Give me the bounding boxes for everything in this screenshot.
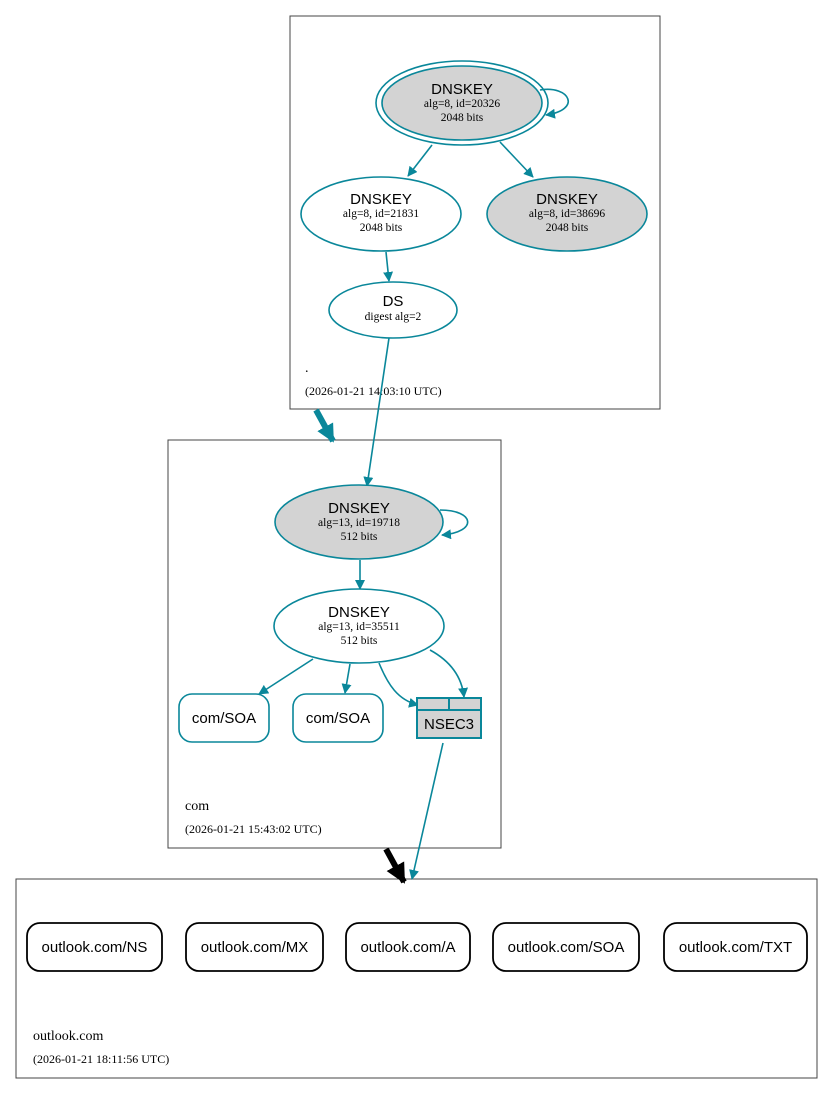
outlook-a-label: outlook.com/A bbox=[360, 939, 455, 956]
root-ds-shape bbox=[328, 281, 458, 339]
outlook-txt-node[interactable]: outlook.com/TXT bbox=[663, 922, 808, 972]
com-soa-1-shape bbox=[178, 693, 270, 743]
edge-root-ksk-to-key3 bbox=[499, 141, 534, 178]
root-ksk-node[interactable]: DNSKEY alg=8, id=20326 2048 bits bbox=[375, 60, 549, 146]
zone-outlook-name: outlook.com bbox=[33, 1029, 103, 1044]
com-soa-1-label: com/SOA bbox=[192, 710, 256, 727]
edge-ds-to-com-ksk bbox=[363, 337, 390, 487]
root-zsk-title: DNSKEY bbox=[350, 191, 412, 208]
com-soa-node-2[interactable]: com/SOA bbox=[292, 693, 384, 743]
outlook-txt-shape bbox=[663, 922, 808, 972]
com-zsk-line2: 512 bits bbox=[341, 635, 378, 647]
root-zsk-line2: 2048 bits bbox=[360, 222, 403, 234]
root-ksk-shape bbox=[381, 65, 543, 141]
outlook-soa-label: outlook.com/SOA bbox=[508, 939, 625, 956]
root-key3-node[interactable]: DNSKEY alg=8, id=38696 2048 bits bbox=[486, 176, 648, 252]
outlook-mx-shape bbox=[185, 922, 324, 972]
com-zsk-shape bbox=[273, 588, 445, 664]
zone-outlook-timestamp: (2026-01-21 18:11:56 UTC) bbox=[33, 1052, 169, 1066]
outlook-mx-node[interactable]: outlook.com/MX bbox=[185, 922, 324, 972]
zone-root-border bbox=[289, 15, 661, 410]
root-ksk-title: DNSKEY bbox=[431, 81, 493, 98]
outlook-ns-shape bbox=[26, 922, 163, 972]
root-ksk-line1: alg=8, id=20326 bbox=[424, 98, 500, 110]
com-ksk-line1: alg=13, id=19718 bbox=[318, 517, 400, 529]
root-ksk-outer-ring bbox=[375, 60, 549, 146]
edge-com-zsk-to-nsec3-a bbox=[378, 662, 419, 708]
com-ksk-title: DNSKEY bbox=[328, 500, 390, 517]
edge-root-zsk-to-ds bbox=[383, 251, 394, 282]
com-zsk-node[interactable]: DNSKEY alg=13, id=35511 512 bits bbox=[273, 588, 445, 664]
outlook-ns-node[interactable]: outlook.com/NS bbox=[26, 922, 163, 972]
edge-com-zsk-to-soa1 bbox=[258, 658, 314, 695]
nsec3-label: NSEC3 bbox=[424, 716, 474, 733]
root-zsk-node[interactable]: DNSKEY alg=8, id=21831 2048 bits bbox=[300, 176, 462, 252]
edge-root-ksk-to-zsk bbox=[407, 144, 433, 177]
zone-com-timestamp: (2026-01-21 15:43:02 UTC) bbox=[185, 822, 322, 836]
com-nsec3-node[interactable]: NSEC3 bbox=[416, 697, 482, 739]
root-ksk-line2: 2048 bits bbox=[441, 112, 484, 124]
root-key3-line1: alg=8, id=38696 bbox=[529, 208, 605, 220]
com-ksk-node[interactable]: DNSKEY alg=13, id=19718 512 bits bbox=[274, 484, 444, 560]
com-ksk-line2: 512 bits bbox=[341, 531, 378, 543]
outlook-soa-shape bbox=[492, 922, 640, 972]
root-ds-title: DS bbox=[383, 293, 404, 310]
outlook-soa-node[interactable]: outlook.com/SOA bbox=[492, 922, 640, 972]
edge-com-ksk-self bbox=[439, 509, 469, 540]
com-soa-2-shape bbox=[292, 693, 384, 743]
root-key3-title: DNSKEY bbox=[536, 191, 598, 208]
root-ds-node[interactable]: DS digest alg=2 bbox=[328, 281, 458, 339]
outlook-txt-label: outlook.com/TXT bbox=[679, 939, 792, 956]
zone-root-name: . bbox=[305, 361, 309, 376]
edge-com-zsk-to-nsec3-b bbox=[429, 649, 469, 698]
edge-com-zsk-to-soa2 bbox=[341, 663, 352, 694]
zone-outlook: outlook.com (2026-01-21 18:11:56 UTC) bbox=[15, 878, 818, 1079]
zone-outlook-border bbox=[15, 878, 818, 1079]
outlook-a-node[interactable]: outlook.com/A bbox=[345, 922, 471, 972]
root-zsk-line1: alg=8, id=21831 bbox=[343, 208, 419, 220]
delegation-root-to-com bbox=[313, 408, 336, 443]
zone-com-name: com bbox=[185, 799, 209, 814]
com-soa-2-label: com/SOA bbox=[306, 710, 370, 727]
zone-root-timestamp: (2026-01-21 14:03:10 UTC) bbox=[305, 384, 442, 398]
root-key3-shape bbox=[486, 176, 648, 252]
edge-root-ksk-self bbox=[539, 88, 569, 119]
outlook-mx-label: outlook.com/MX bbox=[201, 939, 309, 956]
delegation-com-to-outlook bbox=[383, 847, 407, 884]
com-zsk-title: DNSKEY bbox=[328, 604, 390, 621]
outlook-a-shape bbox=[345, 922, 471, 972]
edges bbox=[258, 88, 569, 880]
root-key3-line2: 2048 bits bbox=[546, 222, 589, 234]
com-ksk-shape bbox=[274, 484, 444, 560]
edge-nsec3-to-outlook bbox=[409, 742, 444, 880]
root-ds-line1: digest alg=2 bbox=[365, 311, 422, 323]
com-soa-node-1[interactable]: com/SOA bbox=[178, 693, 270, 743]
root-zsk-shape bbox=[300, 176, 462, 252]
outlook-ns-label: outlook.com/NS bbox=[42, 939, 148, 956]
com-zsk-line1: alg=13, id=35511 bbox=[318, 621, 400, 633]
zone-root: . (2026-01-21 14:03:10 UTC) bbox=[289, 15, 661, 410]
